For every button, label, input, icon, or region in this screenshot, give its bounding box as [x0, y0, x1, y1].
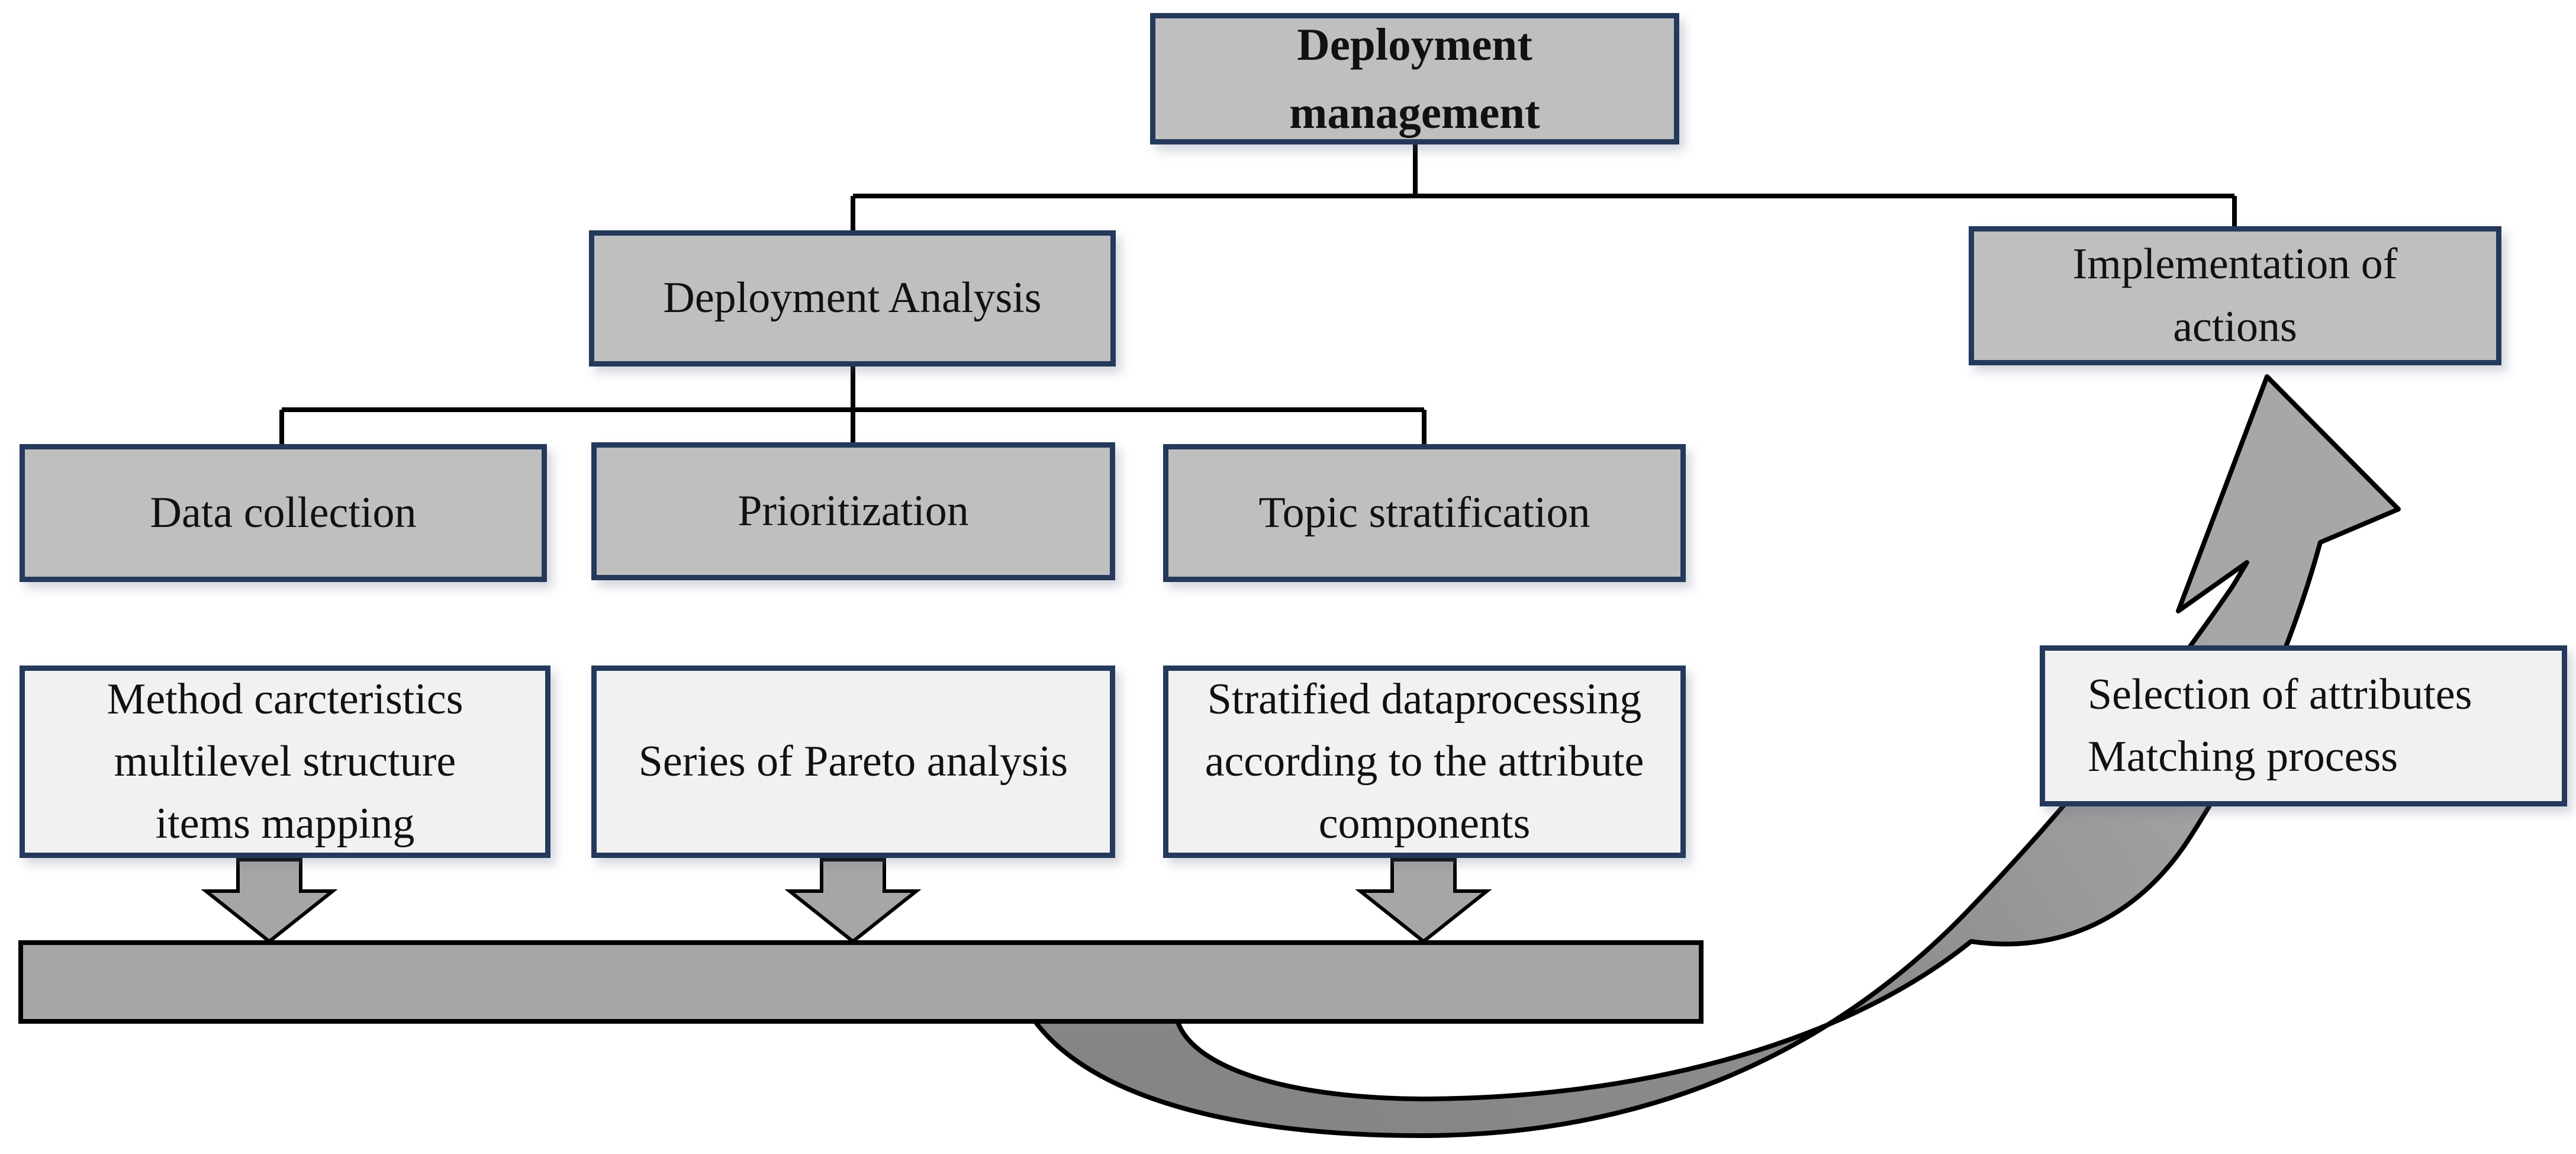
node-topic-stratification-label: Topic stratification — [1258, 488, 1590, 537]
node-implementation-of-actions-label: Implementation of actions — [2072, 240, 2398, 351]
panel-pareto-analysis-label: Series of Pareto analysis — [638, 737, 1068, 786]
node-data-collection: Data collection — [20, 444, 547, 582]
panel-stratified-dataprocessing-label: Stratified dataprocessing according to t… — [1205, 674, 1644, 848]
panel-stratified-dataprocessing: Stratified dataprocessing according to t… — [1163, 666, 1686, 858]
down-arrow-method — [201, 858, 338, 944]
node-deployment-analysis: Deployment Analysis — [589, 230, 1116, 367]
node-deployment-management: Deployment management — [1150, 13, 1679, 144]
node-prioritization: Prioritization — [591, 442, 1115, 580]
node-deployment-analysis-label: Deployment Analysis — [663, 274, 1042, 323]
panel-method-characteristics-label: Method carcteristics multilevel structur… — [107, 674, 463, 848]
node-prioritization-label: Prioritization — [738, 486, 969, 535]
node-data-collection-label: Data collection — [150, 488, 417, 537]
down-arrow-pareto — [784, 858, 922, 944]
panel-method-characteristics: Method carcteristics multilevel structur… — [20, 666, 550, 858]
node-implementation-of-actions: Implementation of actions — [1969, 226, 2501, 365]
panel-selection-of-attributes-label: Selection of attributes Matching process — [2088, 670, 2472, 781]
panel-pareto-analysis: Series of Pareto analysis — [591, 666, 1115, 858]
down-arrow-stratified — [1355, 858, 1492, 944]
node-deployment-management-label: Deployment management — [1289, 18, 1540, 139]
node-topic-stratification: Topic stratification — [1163, 444, 1686, 582]
panel-selection-of-attributes: Selection of attributes Matching process — [2040, 645, 2567, 806]
process-bar — [18, 940, 1704, 1024]
connector-lines — [279, 144, 2237, 444]
